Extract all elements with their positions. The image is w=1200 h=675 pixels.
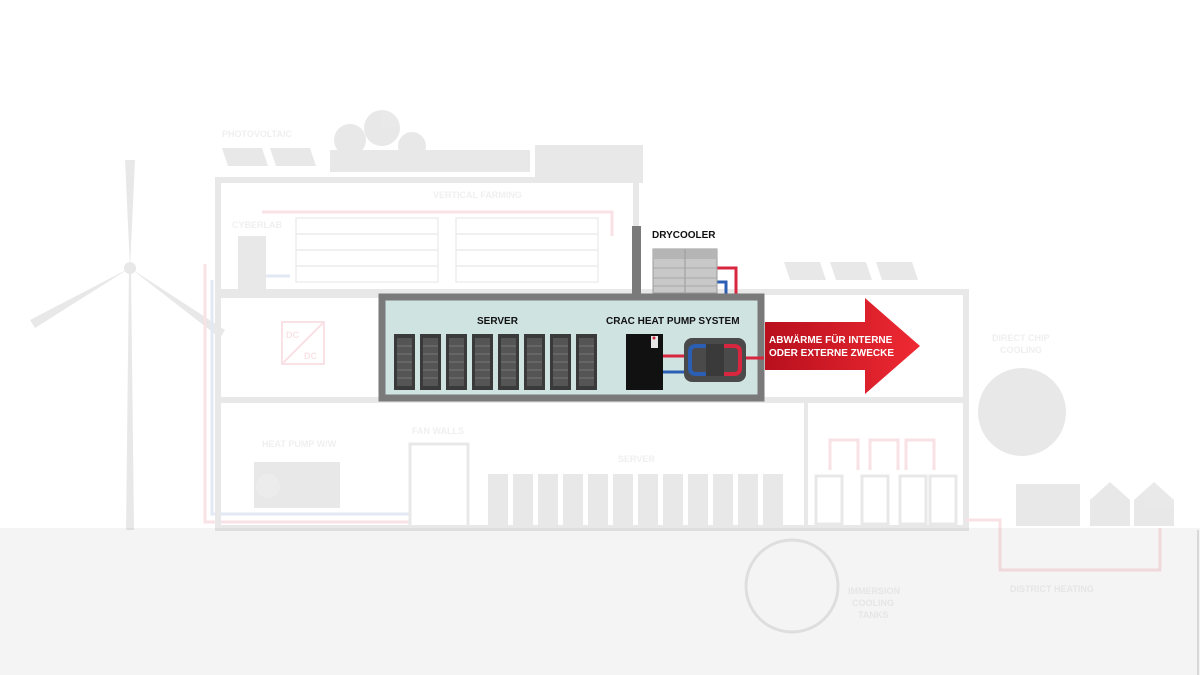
immersion-zoom-circle xyxy=(744,538,840,634)
heat-pump-unit xyxy=(254,462,340,508)
heat-pump-exchanger xyxy=(684,338,746,382)
dc-top-label: DC xyxy=(286,330,299,340)
drycooler-unit xyxy=(652,248,718,294)
vertical-farming-grid xyxy=(295,217,599,283)
lower-server-racks xyxy=(488,474,783,528)
rooftop-block xyxy=(535,145,643,183)
server-rack xyxy=(576,334,597,390)
trees-icon xyxy=(330,110,530,172)
server-label: SERVER xyxy=(477,316,519,327)
server-rack xyxy=(498,334,519,390)
direct-chip-zoom-circle xyxy=(978,368,1066,456)
server-rack xyxy=(446,334,467,390)
arrow-label-1: ABWÄRME FÜR INTERNE xyxy=(769,333,893,346)
direct-chip-label-1: DIRECT CHIP xyxy=(992,333,1050,343)
farming-heat-pipe xyxy=(262,210,614,236)
cyberlab-unit xyxy=(238,236,266,292)
dc-dc-converter-icon: DC DC xyxy=(281,321,325,365)
crac-label: CRAC HEAT PUMP SYSTEM xyxy=(606,316,740,327)
immersion-tanks xyxy=(814,474,958,526)
server-rack xyxy=(420,334,441,390)
crac-unit xyxy=(626,334,663,390)
immersion-label-2: COOLING xyxy=(852,598,894,608)
server-rack xyxy=(394,334,415,390)
ground-band xyxy=(0,528,1200,675)
drycooler-hot-pipe xyxy=(716,266,738,296)
solar-panels-right-icon xyxy=(784,262,918,280)
cyberlab-label: CYBERLAB xyxy=(232,220,283,230)
server-rack xyxy=(472,334,493,390)
main-building-outline xyxy=(215,289,969,531)
dc-bottom-label: DC xyxy=(304,351,317,361)
waste-heat-arrow: ABWÄRME FÜR INTERNE ODER EXTERNE ZWECKE xyxy=(765,298,920,394)
photovoltaic-label: PHOTOVOLTAIC xyxy=(222,129,293,139)
exhaust-stack xyxy=(632,226,641,296)
drycooler-label: DRYCOOLER xyxy=(652,230,716,241)
drycooler-cold-pipe xyxy=(716,280,728,296)
fan-walls-unit xyxy=(408,442,470,530)
heat-pump-label: HEAT PUMP W/W xyxy=(262,439,337,449)
vertical-farming-label: VERTICAL FARMING xyxy=(433,190,522,200)
direct-chip-label-2: COOLING xyxy=(1000,345,1042,355)
fan-walls-label: FAN WALLS xyxy=(412,426,464,436)
district-heating-label: DISTRICT HEATING xyxy=(1010,584,1094,594)
solar-panels-icon xyxy=(222,148,316,166)
server-racks xyxy=(394,334,597,390)
server-rack xyxy=(550,334,571,390)
immersion-label-3: TANKS xyxy=(858,610,888,620)
highlighted-server-room: DRYCOOLER SERVER CRAC HEAT PUMP SYSTEM xyxy=(378,226,765,402)
arrow-label-2: ODER EXTERNE ZWECKE xyxy=(769,348,894,359)
wind-turbine-icon xyxy=(30,160,225,530)
upper-building-outline xyxy=(215,177,639,298)
immersion-label-1: IMMERSION xyxy=(848,586,900,596)
server-rack xyxy=(524,334,545,390)
server-lower-label: SERVER xyxy=(618,454,655,464)
district-houses-icon xyxy=(1016,482,1174,526)
